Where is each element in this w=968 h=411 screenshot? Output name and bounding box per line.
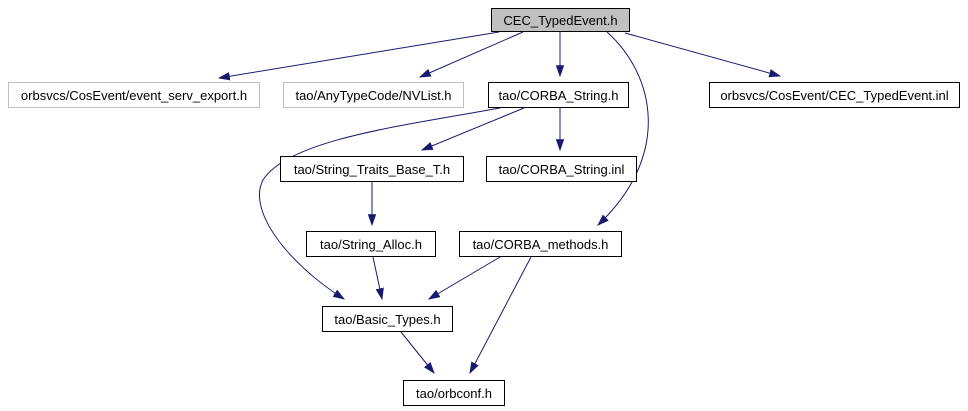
node-label-methods: tao/CORBA_methods.h xyxy=(472,236,609,252)
node-orbconf[interactable]: tao/orbconf.h xyxy=(403,380,505,406)
node-export: orbsvcs/CosEvent/event_serv_export.h xyxy=(8,82,260,108)
edge-methods-to-basic xyxy=(427,256,501,300)
edge-basic-to-orbconf xyxy=(400,331,435,374)
node-label-string_inl: tao/CORBA_String.inl xyxy=(498,161,625,177)
node-nvlist: tao/AnyTypeCode/NVList.h xyxy=(283,82,464,108)
edge-main-to-nvlist xyxy=(418,31,524,78)
node-label-basic: tao/Basic_Types.h xyxy=(334,311,441,327)
node-string_inl[interactable]: tao/CORBA_String.inl xyxy=(486,156,637,182)
edge-main-to-export xyxy=(217,31,500,81)
edge-corba_string-to-traits xyxy=(420,107,525,151)
node-label-cec_inl: orbsvcs/CosEvent/CEC_TypedEvent.inl xyxy=(720,87,949,103)
node-label-alloc: tao/String_Alloc.h xyxy=(320,236,422,252)
node-corba_string[interactable]: tao/CORBA_String.h xyxy=(488,82,629,108)
node-main: CEC_TypedEvent.h xyxy=(491,8,630,32)
edge-methods-to-orbconf xyxy=(469,256,532,375)
node-label-traits: tao/String_Traits_Base_T.h xyxy=(293,161,451,177)
node-label-orbconf: tao/orbconf.h xyxy=(416,385,492,401)
edge-alloc-to-basic xyxy=(372,256,384,301)
edge-main-to-cec_inl xyxy=(624,32,782,78)
node-methods[interactable]: tao/CORBA_methods.h xyxy=(459,231,622,257)
edge-main-to-methods xyxy=(597,31,649,226)
node-label-corba_string: tao/CORBA_String.h xyxy=(498,87,619,103)
node-cec_inl[interactable]: orbsvcs/CosEvent/CEC_TypedEvent.inl xyxy=(709,82,960,108)
edge-corba_string-to-basic xyxy=(258,107,501,300)
node-label-export: orbsvcs/CosEvent/event_serv_export.h xyxy=(20,87,248,103)
node-alloc[interactable]: tao/String_Alloc.h xyxy=(306,231,436,257)
node-basic[interactable]: tao/Basic_Types.h xyxy=(322,306,453,332)
node-label-nvlist: tao/AnyTypeCode/NVList.h xyxy=(295,87,452,103)
node-label-main: CEC_TypedEvent.h xyxy=(503,12,618,28)
node-traits[interactable]: tao/String_Traits_Base_T.h xyxy=(280,156,464,182)
